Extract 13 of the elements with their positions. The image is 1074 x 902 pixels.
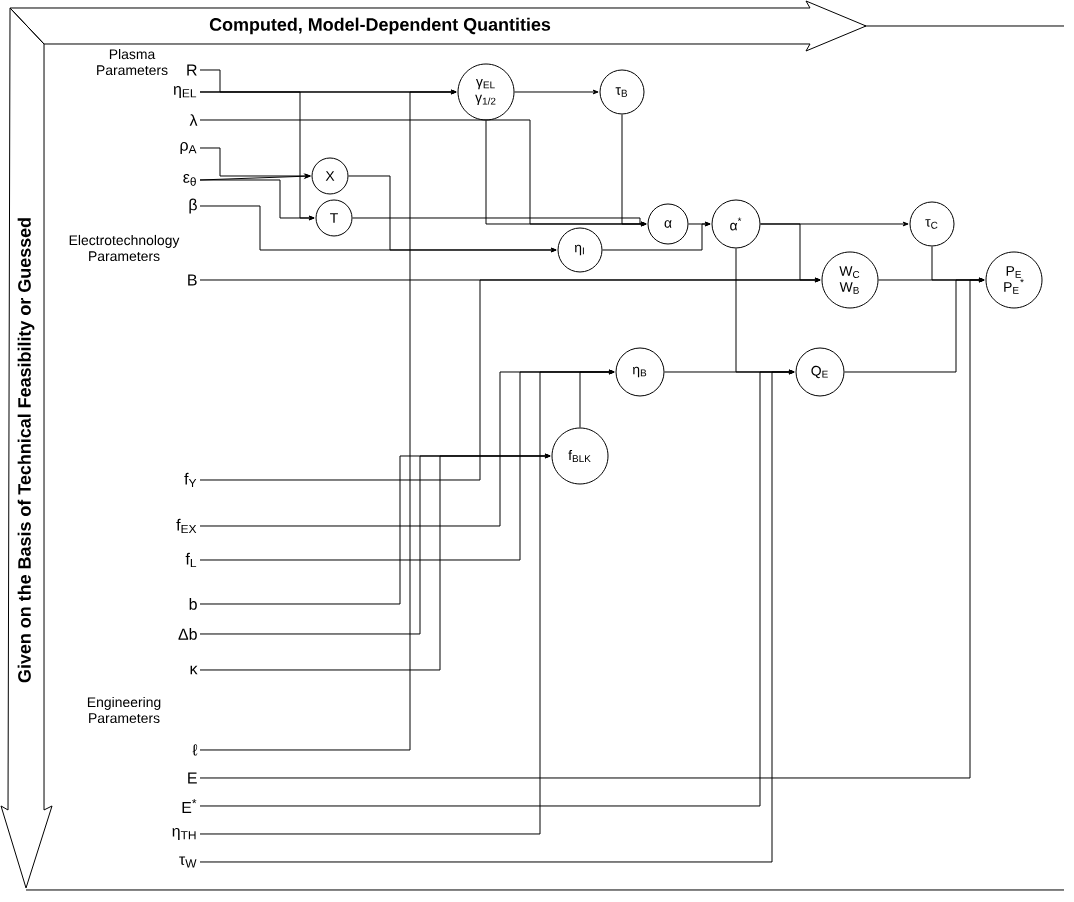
arrow-caption: Given on the Basis of Technical Feasibility or Guessed [17, 218, 35, 683]
arrow [199, 179, 315, 221]
arrow [199, 89, 457, 751]
arrow [199, 277, 821, 481]
arrow [514, 89, 599, 95]
arrow [199, 369, 615, 835]
arrow [199, 453, 551, 671]
arrow [352, 217, 647, 227]
arrow [348, 175, 557, 253]
arrow [199, 277, 985, 779]
arrow [688, 221, 711, 227]
arrow [199, 147, 311, 179]
arrow-caption: Computed, Model-Dependent Quantities [209, 17, 551, 35]
